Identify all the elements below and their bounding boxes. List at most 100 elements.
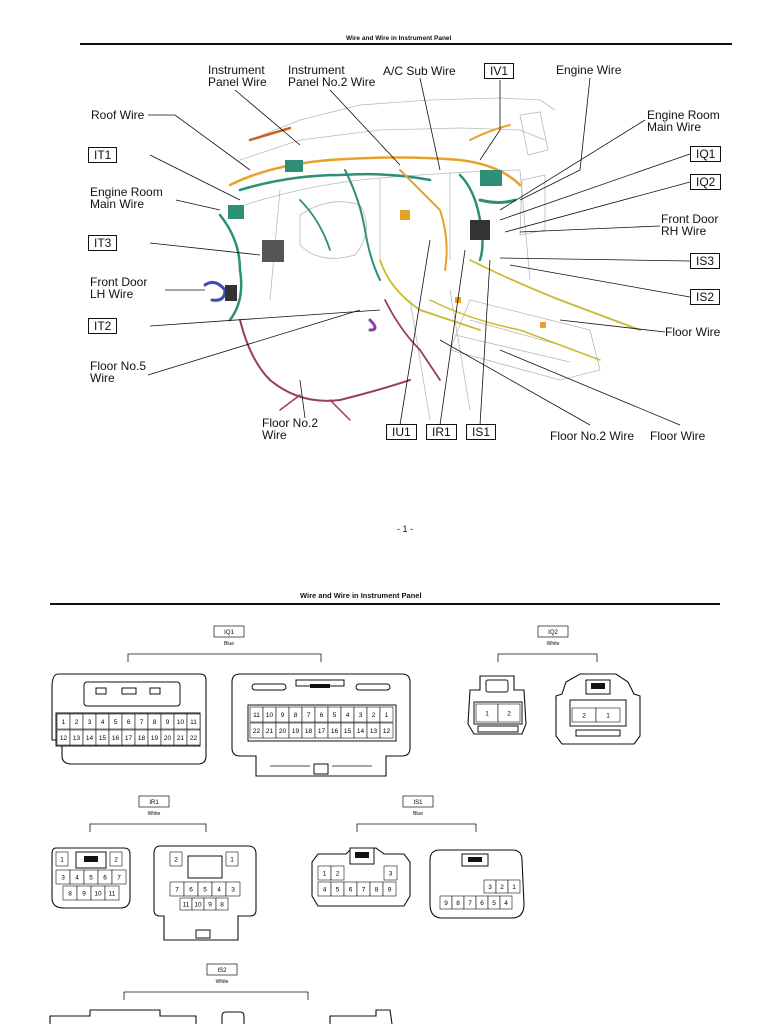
pin-number: 10 — [94, 890, 102, 897]
label-floor-wire-right: Floor Wire — [665, 325, 721, 339]
pin-number: 14 — [86, 735, 94, 742]
pin-number: 1 — [230, 856, 234, 863]
pin-number: 19 — [151, 735, 159, 742]
pin-number: 3 — [359, 712, 363, 719]
pin-number: 17 — [125, 735, 133, 742]
page-2: Wire and Wire in Instrument Panel IQ1 Bl… — [0, 580, 768, 1024]
pin-number: 2 — [75, 719, 79, 726]
pin-cell — [379, 706, 394, 723]
pin-number: 1 — [62, 719, 66, 726]
pin-cell — [186, 713, 201, 730]
pin-number: 1 — [323, 870, 327, 877]
pin-number: 5 — [492, 900, 496, 907]
page-1-title-rule — [80, 43, 732, 45]
pin-number: 3 — [488, 884, 492, 891]
pin-number: 1 — [60, 856, 64, 863]
pin-number: 21 — [177, 735, 185, 742]
is1-code: IS1 — [413, 800, 423, 806]
pin-number: 19 — [292, 728, 300, 735]
pin-cell — [497, 703, 521, 723]
pin-cell — [111, 869, 127, 885]
pin-number: 1 — [606, 712, 610, 719]
connector-tag-iq1: IQ1 — [690, 146, 722, 162]
pin-number: 12 — [60, 735, 68, 742]
connector-tag-it3: IT3 — [88, 235, 118, 251]
pin-number: 8 — [153, 719, 157, 726]
pin-number: 9 — [82, 890, 86, 897]
pin-number: 4 — [75, 874, 79, 881]
pin-number: 9 — [444, 900, 448, 907]
pin-number: 2 — [114, 856, 118, 863]
label-roof-wire: Roof Wire — [91, 108, 145, 122]
pin-number: 5 — [203, 886, 207, 893]
connector-tag-is1: IS1 — [466, 424, 497, 440]
pin-number: 6 — [349, 886, 353, 893]
pin-number: 2 — [507, 710, 511, 717]
pin-cell — [225, 851, 239, 867]
wiring-harness-diagram — [147, 77, 691, 426]
connector-tag-iv1: IV1 — [484, 63, 515, 79]
connector-tag-is2: IS2 — [690, 289, 721, 305]
connector-tag-it2: IT2 — [88, 318, 118, 334]
pin-number: 1 — [512, 884, 516, 891]
pin-cell — [215, 897, 229, 911]
pin-number: 3 — [231, 886, 235, 893]
label-floor-no2-wire-right: Floor No.2 Wire — [550, 429, 635, 443]
pin-number: 2 — [174, 856, 178, 863]
connector-tag-iu1: IU1 — [386, 424, 417, 440]
pin-number: 2 — [336, 870, 340, 877]
pin-number: 9 — [166, 719, 170, 726]
page-2-title-rule — [50, 603, 720, 605]
pin-number: 7 — [117, 874, 121, 881]
pin-number: 7 — [175, 886, 179, 893]
pin-number: 6 — [320, 712, 324, 719]
dashboard-outline — [229, 97, 601, 421]
pin-number: 18 — [305, 728, 313, 735]
pin-number: 6 — [480, 900, 484, 907]
pin-number: 18 — [138, 735, 146, 742]
pin-cell — [382, 881, 397, 897]
pin-number: 2 — [582, 712, 586, 719]
pin-number: 10 — [177, 719, 185, 726]
pin-number: 15 — [344, 728, 352, 735]
pin-number: 14 — [357, 728, 365, 735]
pin-cell — [595, 707, 621, 723]
pin-number: 9 — [388, 886, 392, 893]
pin-number: 4 — [346, 712, 350, 719]
pin-number: 20 — [279, 728, 287, 735]
page-1-title: Wire and Wire in Instrument Panel — [346, 35, 452, 42]
connector-tag-iq2: IQ2 — [690, 174, 722, 190]
pin-cell — [55, 851, 69, 867]
connector-tag-it1: IT1 — [88, 147, 118, 163]
label-ac-sub-wire: A/C Sub Wire — [383, 64, 456, 78]
pin-number: 8 — [220, 901, 224, 908]
ir1-color: White — [148, 811, 161, 817]
pin-number: 17 — [318, 728, 326, 735]
pin-number: 11 — [183, 901, 190, 908]
pin-number: 5 — [114, 719, 118, 726]
pin-number: 3 — [61, 874, 65, 881]
pin-number: 5 — [336, 886, 340, 893]
pin-number: 21 — [266, 728, 274, 735]
pin-cell — [225, 881, 241, 897]
connector-is2: IS2 White — [49, 963, 393, 1024]
pin-number: 16 — [331, 728, 339, 735]
pin-number: 9 — [208, 901, 212, 908]
pin-number: 4 — [101, 719, 105, 726]
connector-tag-ir1: IR1 — [426, 424, 457, 440]
pin-number: 7 — [307, 712, 311, 719]
